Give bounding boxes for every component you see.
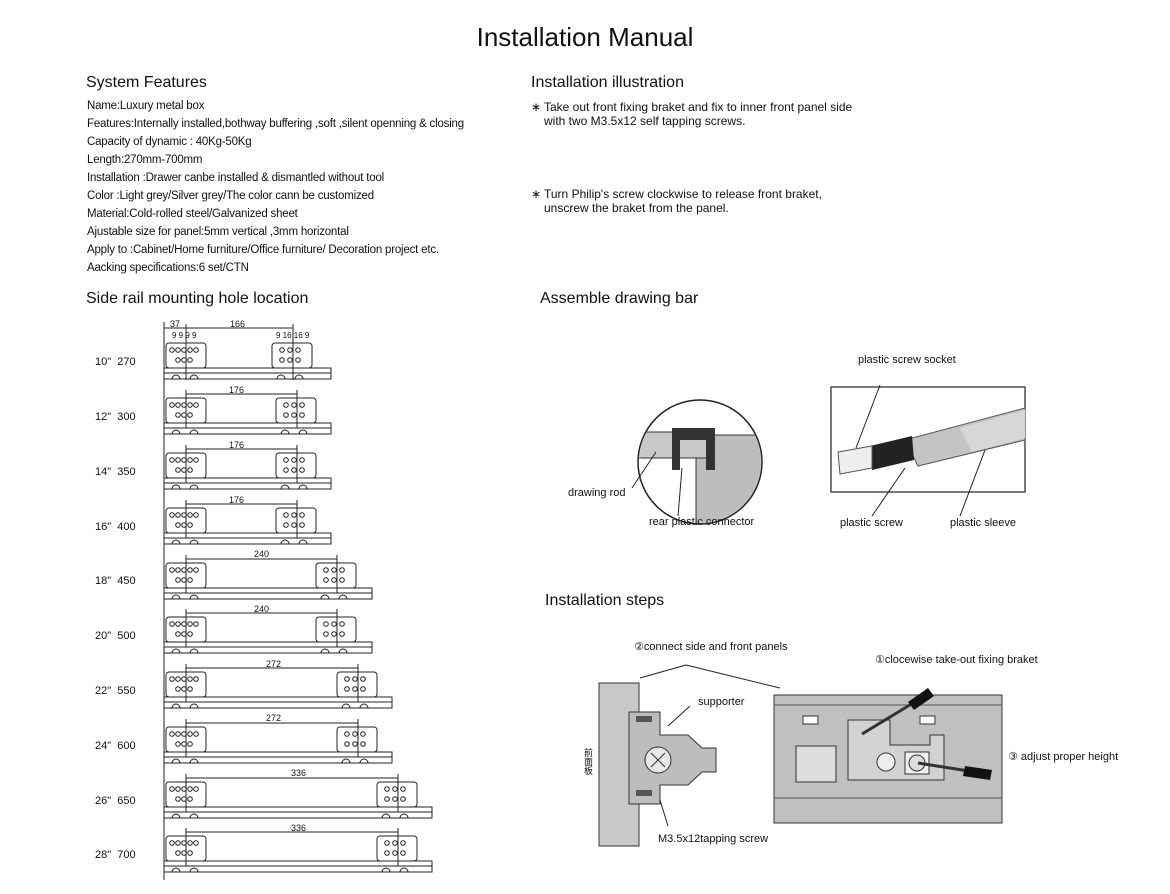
asterisk-icon: ∗ — [531, 187, 542, 201]
plastic-screw-label: plastic screw — [840, 517, 903, 529]
rail-row-graphic — [163, 555, 373, 600]
feature-color: Color :Light grey/Silver grey/The color … — [87, 190, 374, 202]
feature-installation: Installation :Drawer canbe installed & d… — [87, 172, 384, 184]
plastic-sleeve-label: plastic sleeve — [950, 517, 1017, 529]
rail-row-graphic — [163, 500, 332, 545]
rail-dim-14: 176 — [229, 440, 245, 450]
dim-hole-spacing-right: 9 16 16 9 — [276, 331, 310, 340]
tapping-screw-label: M3.5x12tapping screw — [658, 833, 769, 845]
illustration-bullet-2: ∗ Turn Philip's screw clockwise to relea… — [531, 187, 844, 215]
rail-row-20: 20" 500 — [95, 630, 136, 642]
feature-packing: Aacking specifications:6 set/CTN — [87, 262, 249, 274]
feature-name: Name:Luxury metal box — [87, 100, 205, 112]
rail-dim-26: 336 — [291, 768, 307, 778]
rail-row-graphic — [163, 445, 332, 490]
rail-row-graphic — [163, 342, 332, 380]
step2-label: ②connect side and front panels — [634, 641, 788, 653]
rail-row-graphic — [163, 609, 373, 654]
illustration-bullet-1: ∗ Take out front fixing braket and fix t… — [531, 100, 864, 128]
dim-37: 37 — [170, 319, 181, 329]
illustration-bullet-1-text: Take out front fixing braket and fix to … — [544, 100, 853, 128]
installation-steps-heading: Installation steps — [545, 592, 665, 609]
rear-connector-detail — [631, 399, 763, 525]
rail-row-graphic — [163, 390, 332, 435]
feature-adjustable: Ajustable size for panel:5mm vertical ,3… — [87, 226, 349, 238]
rail-dim-28: 336 — [291, 823, 307, 833]
step3-label: ③ adjust proper height — [1008, 751, 1119, 763]
rail-dim-22: 272 — [266, 659, 282, 669]
rail-row-graphic — [163, 664, 393, 709]
installation-illustration-heading: Installation illustration — [531, 74, 684, 91]
rail-row-graphic — [163, 828, 433, 873]
supporter-label: supporter — [698, 696, 745, 708]
rail-dim-12: 176 — [229, 385, 245, 395]
rail-dim-16: 176 — [229, 495, 245, 505]
assemble-heading: Assemble drawing bar — [540, 290, 699, 307]
dim-166: 166 — [230, 319, 246, 329]
rail-row-24: 24" 600 — [95, 740, 136, 752]
step1-label: ①clocewise take-out fixing braket — [875, 654, 1038, 666]
rail-row-14: 14" 350 — [95, 466, 136, 478]
feature-capacity: Capacity of dynamic : 40Kg-50Kg — [87, 136, 252, 148]
rail-row-26: 26" 650 — [95, 795, 136, 807]
rail-row-28: 28" 700 — [95, 849, 136, 861]
system-features-heading: System Features — [86, 74, 207, 91]
rail-row-16: 16" 400 — [95, 521, 136, 533]
feature-features: Features:Internally installed,bothway bu… — [87, 118, 464, 130]
drawing-rod-label: drawing rod — [568, 487, 626, 499]
screw-socket-label: plastic screw socket — [858, 354, 956, 366]
asterisk-icon: ∗ — [531, 100, 542, 114]
rail-dim-20: 240 — [254, 604, 270, 614]
rail-row-10: 10" 270 — [95, 356, 136, 368]
page-title: Installation Manual — [476, 22, 694, 52]
feature-material: Material:Cold-rolled steel/Galvanized sh… — [87, 208, 298, 220]
side-rail-heading: Side rail mounting hole location — [86, 290, 309, 307]
rail-row-12: 12" 300 — [95, 411, 136, 423]
rail-dim-24: 272 — [266, 713, 282, 723]
system-features-list: Name:Luxury metal box Features:Internall… — [87, 97, 464, 277]
dim-hole-spacing-left: 9 9 9 9 — [172, 331, 197, 340]
rail-row-18: 18" 450 — [95, 575, 136, 587]
rail-row-graphic — [163, 774, 433, 819]
front-panel-cn-label: 前面板 — [583, 748, 593, 775]
rail-row-graphic — [163, 719, 393, 764]
rail-dim-18: 240 — [254, 549, 270, 559]
plastic-screw-detail — [830, 384, 1026, 517]
illustration-bullet-2-text: Turn Philip's screw clockwise to release… — [544, 187, 822, 215]
feature-length: Length:270mm-700mm — [87, 154, 203, 166]
feature-apply: Apply to :Cabinet/Home furniture/Office … — [87, 244, 439, 256]
rear-connector-label: rear plastic connector — [649, 516, 755, 528]
rail-row-22: 22" 550 — [95, 685, 136, 697]
